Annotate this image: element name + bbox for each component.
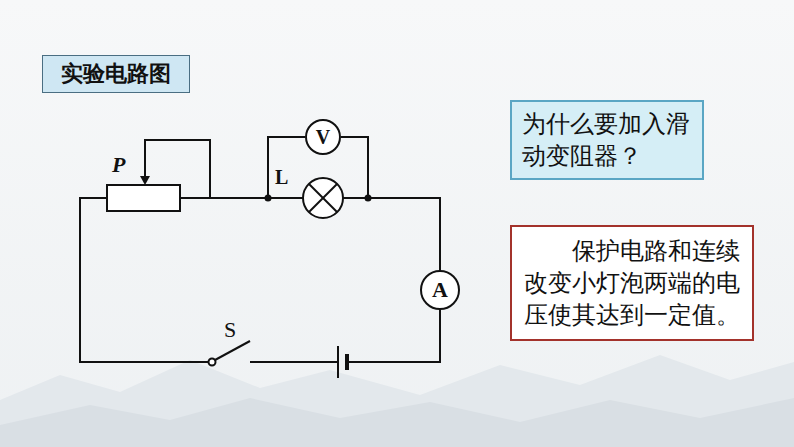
wire	[250, 361, 338, 363]
slider-wire	[145, 140, 210, 198]
mountain-silhouette	[0, 398, 794, 447]
switch-contact	[209, 359, 216, 366]
wire	[180, 197, 303, 199]
slider-arrowhead	[140, 176, 150, 185]
meter-letter: V	[316, 127, 330, 147]
title-text: 实验电路图	[55, 60, 177, 88]
wire	[80, 198, 209, 362]
battery-long-plate	[337, 346, 339, 378]
junction-dot	[365, 195, 372, 202]
mountain-silhouette	[0, 355, 794, 447]
title-box: 实验电路图	[42, 55, 190, 93]
meter-letter: A	[432, 279, 448, 301]
wire	[268, 137, 305, 198]
question-box: 为什么要加入滑动变阻器？	[510, 100, 704, 180]
junction-dot	[265, 195, 272, 202]
ammeter-symbol: A	[420, 270, 460, 310]
lamp-label: L	[275, 167, 288, 187]
rheostat-symbol	[107, 185, 180, 211]
voltmeter-symbol: V	[305, 119, 341, 155]
lamp-cross	[309, 184, 337, 212]
lamp-symbol	[303, 178, 343, 218]
box-text: 为什么要加入滑动变阻器？	[522, 108, 692, 172]
answer-box: 保护电路和连续改变小灯泡两端的电压使其达到一定值。	[510, 225, 754, 341]
switch-blade	[215, 341, 250, 360]
rheostat-slider-label: P	[112, 154, 125, 176]
box-text: 保护电路和连续改变小灯泡两端的电压使其达到一定值。	[524, 235, 740, 331]
lamp-cross	[309, 184, 337, 212]
wire	[341, 137, 368, 198]
wire	[343, 198, 440, 270]
switch-label: S	[224, 319, 236, 341]
wire	[347, 310, 440, 362]
